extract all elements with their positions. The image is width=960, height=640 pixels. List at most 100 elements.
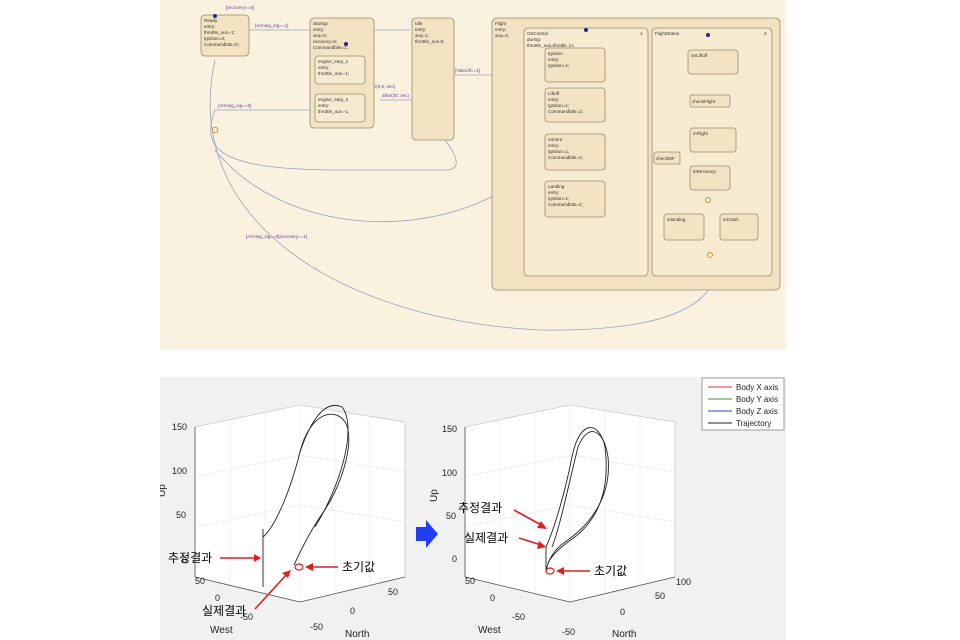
state-ready: Ready entry: throttle_out=-1; Ignition=0… bbox=[200, 14, 250, 57]
state-liftoff-line: Commandbits=2; bbox=[548, 109, 583, 114]
state-engine-step-1-name: engine_step_1 bbox=[318, 59, 349, 64]
label-takeoff: [Takeoff==1] bbox=[455, 68, 480, 73]
default-transition-dot bbox=[213, 14, 217, 18]
state-ignition bbox=[544, 47, 606, 83]
state-inlanding-name: inlanding bbox=[667, 217, 686, 222]
state-inflight bbox=[689, 127, 737, 153]
state-flightstatus-name: FlightStatus bbox=[655, 31, 680, 36]
state-liftoff bbox=[544, 87, 606, 123]
state-ascent-line: entry: bbox=[548, 143, 560, 148]
arrow-actual-right-head bbox=[537, 541, 546, 549]
state-flight: Flight entry: seq=4; OnControl during: t… bbox=[491, 17, 781, 291]
north-tick: 50 bbox=[388, 587, 398, 597]
label-rearm: [Arming_sig==0||recovery==1] bbox=[246, 234, 307, 239]
arrow-actual-left bbox=[254, 573, 288, 610]
annotation-estimate-right: 추정결과 bbox=[458, 501, 502, 515]
z-tick: 50 bbox=[446, 511, 456, 521]
north-tick: -50 bbox=[562, 627, 575, 637]
default-transition-dot bbox=[706, 33, 710, 37]
z-axis-label: Up bbox=[429, 489, 440, 502]
west-tick: 50 bbox=[195, 576, 205, 586]
north-tick: 100 bbox=[676, 577, 691, 587]
junction-ready bbox=[211, 126, 219, 134]
state-engine-step-2 bbox=[314, 93, 366, 123]
state-engine-step-1-line: entry: bbox=[318, 65, 330, 70]
label-after-30: after(30, sec) bbox=[382, 93, 410, 98]
plot-left-initial-marker bbox=[294, 563, 304, 571]
west-tick: -50 bbox=[240, 612, 253, 622]
state-liftoff-name: Liftoff bbox=[548, 91, 560, 96]
z-axis-label: Up bbox=[160, 484, 168, 497]
state-idle-line: entry: bbox=[415, 27, 427, 32]
state-landing bbox=[544, 180, 606, 218]
legend-body-z: Body Z axis bbox=[736, 407, 778, 416]
z-tick: 0 bbox=[182, 555, 187, 565]
z-tick: 0 bbox=[452, 554, 457, 564]
state-startup-line: seq=0; bbox=[313, 33, 327, 38]
annotation-initial-left: 초기값 bbox=[342, 560, 375, 574]
state-engine-step-1 bbox=[314, 55, 366, 85]
annotation-actual-right: 실제결과 bbox=[464, 531, 508, 545]
plot-left-trajectory bbox=[262, 413, 350, 587]
parallel-order-2: 2 bbox=[764, 31, 767, 36]
arrow-estimate-right-head bbox=[537, 521, 547, 529]
annotation-initial-right: 초기값 bbox=[594, 564, 627, 578]
state-idle: Idle entry: seq=1; throttle_out=0; bbox=[411, 17, 455, 141]
state-idle-line: throttle_out=0; bbox=[415, 39, 445, 44]
state-flight-line: entry: bbox=[495, 27, 507, 32]
legend: Body X axis Body Y axis Body Z axis Traj… bbox=[701, 377, 785, 431]
state-flight-name: Flight bbox=[495, 21, 507, 26]
default-transition-dot bbox=[584, 28, 588, 32]
state-engine-step-2-name: engine_step_2 bbox=[318, 97, 349, 102]
z-tick: 100 bbox=[442, 468, 457, 478]
annotation-estimate-left: 추정결과 bbox=[168, 551, 212, 565]
state-inflight-name: inFlight bbox=[693, 131, 709, 136]
state-landing-line: Ignition=1; bbox=[548, 196, 569, 201]
plot-left-west-axis bbox=[194, 576, 301, 603]
label-arming-stop: [Arming_sig==0] bbox=[218, 103, 251, 108]
state-landing-name: Landing bbox=[548, 184, 565, 189]
arrow-actual-left-head bbox=[282, 570, 291, 578]
plot-right-north-axis bbox=[569, 576, 676, 603]
state-engine-step-2-line: throttle_out=-1; bbox=[318, 109, 349, 114]
state-flight-line: seq=4; bbox=[495, 33, 509, 38]
arrow-initial-right-head bbox=[556, 567, 564, 575]
plot-left-grid bbox=[194, 405, 406, 602]
state-checkmf-name: checkMF bbox=[656, 156, 675, 161]
junction-flightstatus bbox=[705, 197, 711, 203]
plot-right-grid bbox=[464, 405, 676, 602]
state-landing-line: entry: bbox=[548, 190, 560, 195]
transition-arrow bbox=[416, 520, 438, 548]
arrow-actual-right bbox=[518, 537, 542, 546]
plot-right-trajectory bbox=[545, 427, 607, 572]
state-liftoff-line: Ignition=1; bbox=[548, 103, 569, 108]
state-ready-name: Ready bbox=[204, 18, 218, 23]
plot-left-trajectory bbox=[299, 404, 349, 528]
state-startup-line: Commandbits=1; bbox=[313, 45, 348, 50]
north-axis-label: North bbox=[612, 629, 636, 640]
default-transition-dot bbox=[344, 42, 348, 46]
plot-right-initial-marker bbox=[545, 567, 555, 575]
state-startup-line: recovery=0; bbox=[313, 39, 337, 44]
state-idle-line: seq=1; bbox=[415, 33, 429, 38]
state-onliftoff-name: onLiftoff bbox=[691, 53, 708, 58]
state-onliftoff bbox=[687, 49, 739, 75]
west-tick: -50 bbox=[512, 612, 525, 622]
state-checkflight-name: checkFlight bbox=[692, 99, 716, 104]
west-axis-label: West bbox=[210, 625, 233, 636]
north-tick: 0 bbox=[620, 607, 625, 617]
west-axis-label: West bbox=[478, 625, 501, 636]
state-ascent-line: Ignition=1; bbox=[548, 149, 569, 154]
annotation-actual-left: 실제결과 bbox=[202, 604, 246, 618]
state-ready-line: throttle_out=-1; bbox=[204, 30, 235, 35]
trajectory-plots: Body X axis Body Y axis Body Z axis Traj… bbox=[160, 377, 786, 640]
state-ignition-name: Ignition bbox=[548, 51, 563, 56]
label-recovery0: [recovery==0] bbox=[226, 5, 254, 10]
state-startup-name: Startup bbox=[313, 21, 328, 26]
north-tick: -50 bbox=[310, 622, 323, 632]
z-tick: 150 bbox=[172, 422, 187, 432]
west-tick: 0 bbox=[490, 593, 495, 603]
state-checkmf bbox=[653, 151, 681, 165]
state-ascent-line: Commandbits=2; bbox=[548, 155, 583, 160]
state-inrecovery bbox=[689, 165, 731, 191]
